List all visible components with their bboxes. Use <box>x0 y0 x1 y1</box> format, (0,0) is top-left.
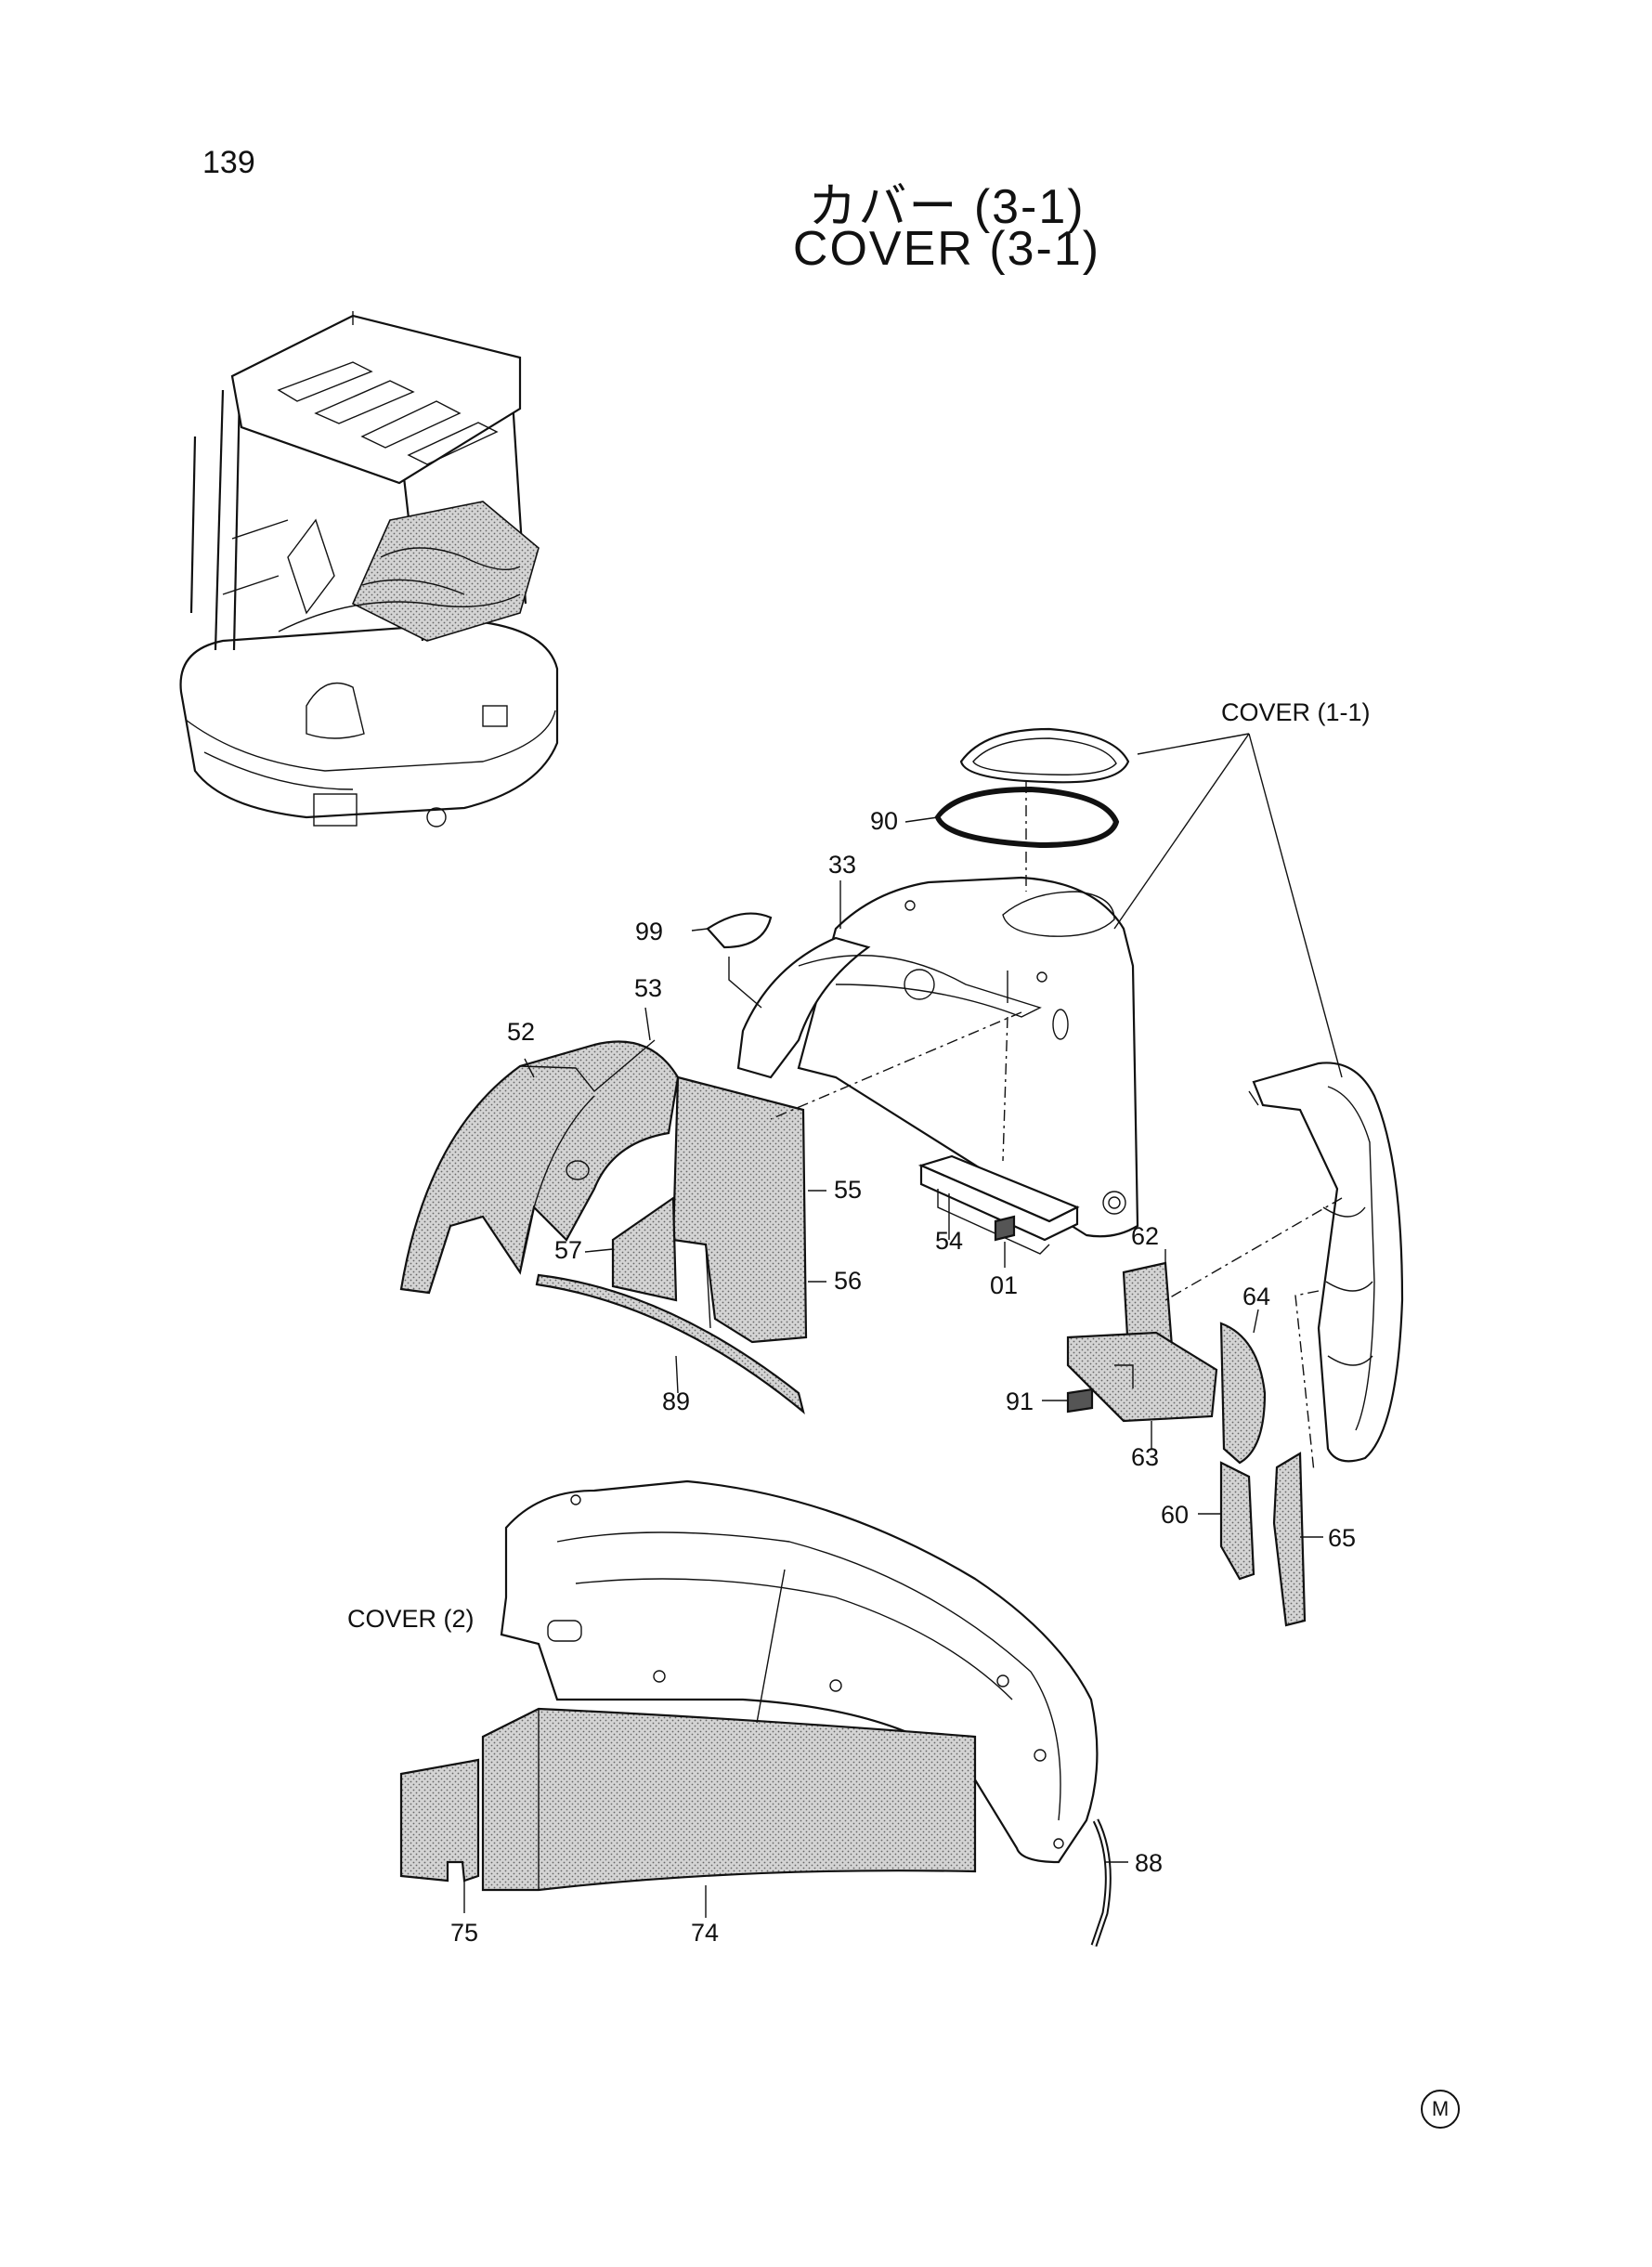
callout-labels: COVER (1-1) COVER (2) 90 33 99 52 53 55 … <box>347 698 1371 1947</box>
title-english: COVER (3-1) <box>792 222 1101 276</box>
left-insulation-group <box>399 1039 808 1414</box>
callout-65: 65 <box>1328 1524 1356 1552</box>
callout-54: 54 <box>935 1227 963 1255</box>
callout-33: 33 <box>828 851 856 879</box>
part-91 <box>1066 1388 1094 1414</box>
callout-75: 75 <box>450 1919 478 1947</box>
callout-cover-2: COVER (2) <box>347 1605 475 1633</box>
callout-74: 74 <box>691 1919 719 1947</box>
title-japanese: カバー (3-1) <box>808 180 1086 234</box>
part-99 <box>706 912 773 949</box>
right-side-cover <box>1248 1062 1404 1463</box>
callout-90: 90 <box>870 807 898 835</box>
callout-88: 88 <box>1135 1849 1163 1877</box>
callout-01: 01 <box>990 1271 1018 1299</box>
callout-62: 62 <box>1131 1222 1159 1250</box>
callout-56: 56 <box>834 1267 862 1295</box>
right-insulation-group <box>1066 1261 1307 1627</box>
callout-60: 60 <box>1161 1501 1189 1529</box>
callout-cover-1-1: COVER (1-1) <box>1221 698 1371 726</box>
callout-91: 91 <box>1006 1388 1034 1415</box>
callout-99: 99 <box>635 918 663 945</box>
callout-89: 89 <box>662 1388 690 1415</box>
lower-cover-group <box>399 1479 1112 1948</box>
callout-52: 52 <box>507 1018 535 1046</box>
callout-57: 57 <box>554 1236 582 1264</box>
leader-lines <box>463 733 1343 1918</box>
callout-64: 64 <box>1242 1283 1270 1310</box>
callout-63: 63 <box>1131 1443 1159 1471</box>
marker-symbol: M <box>1421 2090 1460 2129</box>
callout-55: 55 <box>834 1176 862 1204</box>
excavator-overview-illustration <box>179 311 559 827</box>
page-number: 139 <box>202 145 255 180</box>
top-cover-assembly <box>706 727 1139 1255</box>
callout-53: 53 <box>634 974 662 1002</box>
